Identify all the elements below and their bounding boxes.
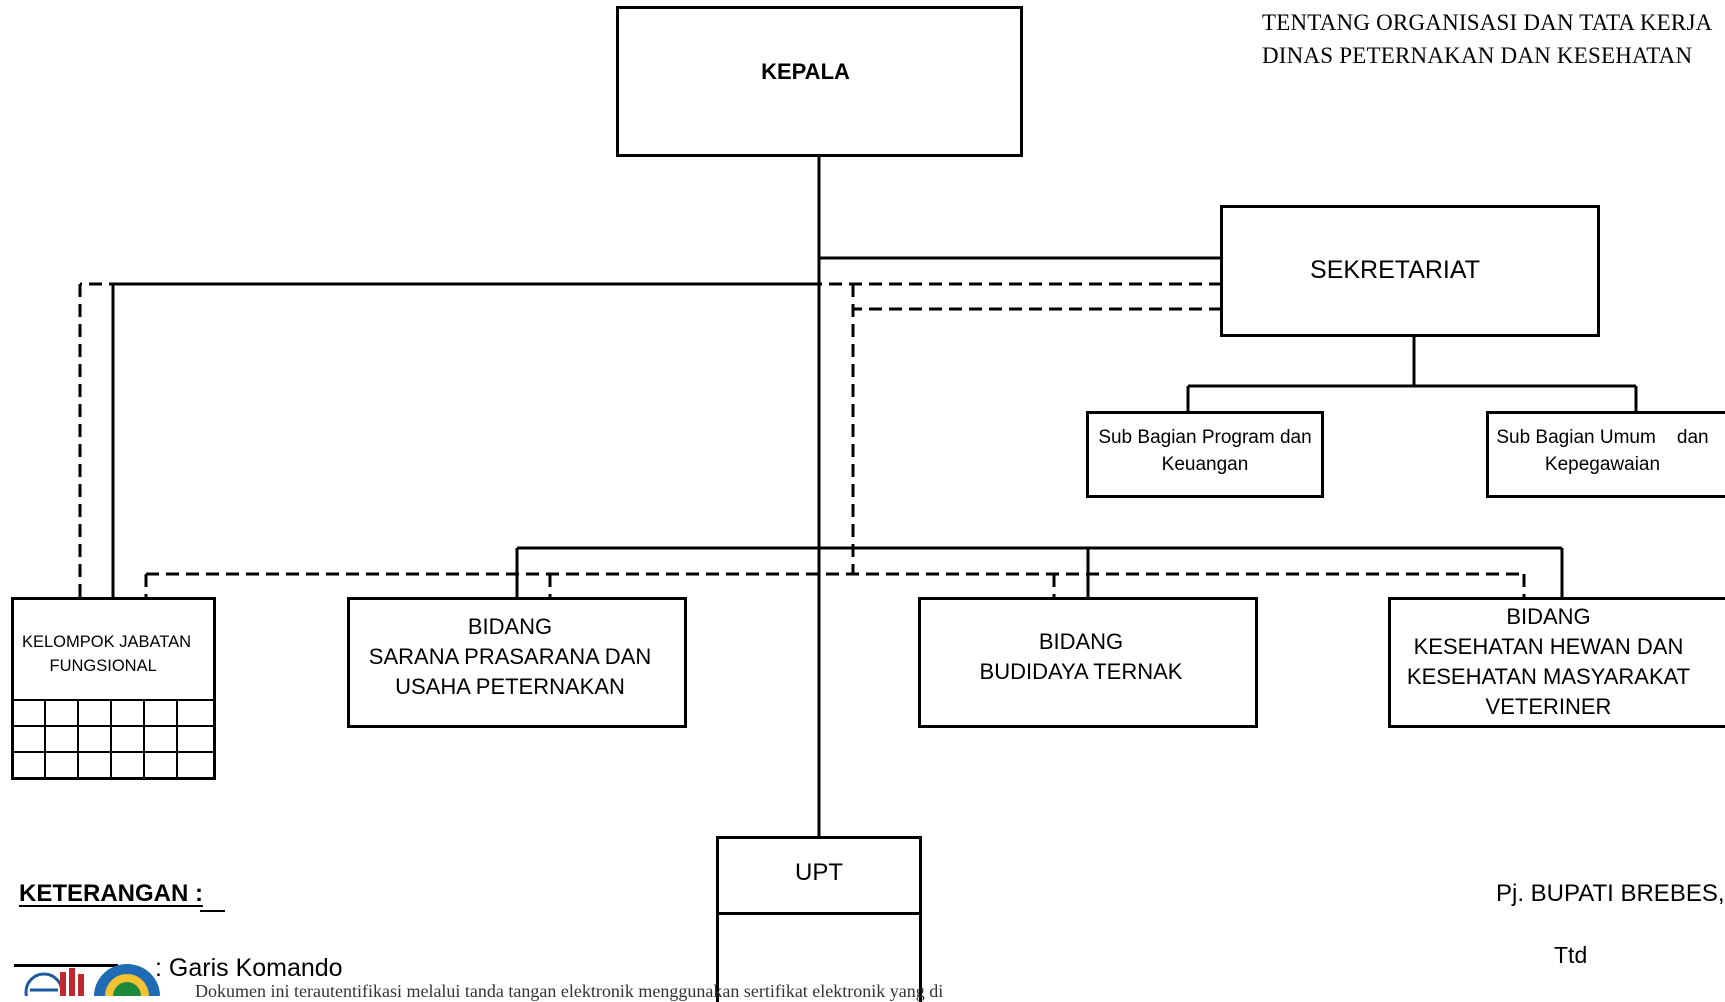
legend-garis-komando: : Garis Komando [155, 954, 343, 982]
header-line-2: DINAS PETERNAKAN DAN KESEHATAN [1262, 43, 1693, 68]
node-upt-label: UPT [795, 858, 843, 886]
legend-title: KETERANGAN : [19, 880, 203, 907]
signature-ttd: Ttd [1554, 942, 1588, 968]
logo-right-icon [94, 964, 160, 996]
node-subbag-umum-label: Sub Bagian Umum dan Kepegawaian [1496, 426, 1709, 475]
node-kelompok: KELOMPOK JABATAN FUNGSIONAL [11, 597, 216, 780]
signature-title: Pj. BUPATI BREBES, [1496, 880, 1725, 907]
upt-lower-box [716, 912, 922, 1002]
legend-command-line-sample [14, 964, 118, 967]
node-sekretariat: SEKRETARIAT [1220, 205, 1600, 337]
legend-underline-tail [200, 910, 225, 912]
node-kepala: KEPALA [616, 6, 1023, 157]
node-kelompok-label: KELOMPOK JABATAN FUNGSIONAL [22, 633, 192, 675]
node-bidang-budidaya-label: BIDANG BUDIDAYA TERNAK [979, 628, 1183, 684]
node-sekretariat-label: SEKRETARIAT [1310, 255, 1480, 284]
node-bidang-budidaya: BIDANG BUDIDAYA TERNAK [918, 597, 1258, 728]
header-line-1: TENTANG ORGANISASI DAN TATA KERJA [1262, 10, 1713, 35]
node-bidang-sarana: BIDANG SARANA PRASARANA DAN USAHA PETERN… [347, 597, 687, 728]
node-subbag-umum: Sub Bagian Umum dan Kepegawaian [1486, 411, 1725, 498]
node-kepala-label: KEPALA [761, 58, 850, 84]
node-subbag-program-label: Sub Bagian Program dan Keuangan [1098, 426, 1312, 475]
node-subbag-program: Sub Bagian Program dan Keuangan [1086, 411, 1324, 498]
kelompok-grid [11, 699, 216, 780]
node-bidang-sarana-label: BIDANG SARANA PRASARANA DAN USAHA PETERN… [368, 613, 652, 699]
node-bidang-keswan-label: BIDANG KESEHATAN HEWAN DAN KESEHATAN MAS… [1406, 603, 1691, 719]
node-bidang-keswan: BIDANG KESEHATAN HEWAN DAN KESEHATAN MAS… [1388, 597, 1725, 728]
node-upt: UPT [716, 836, 922, 916]
